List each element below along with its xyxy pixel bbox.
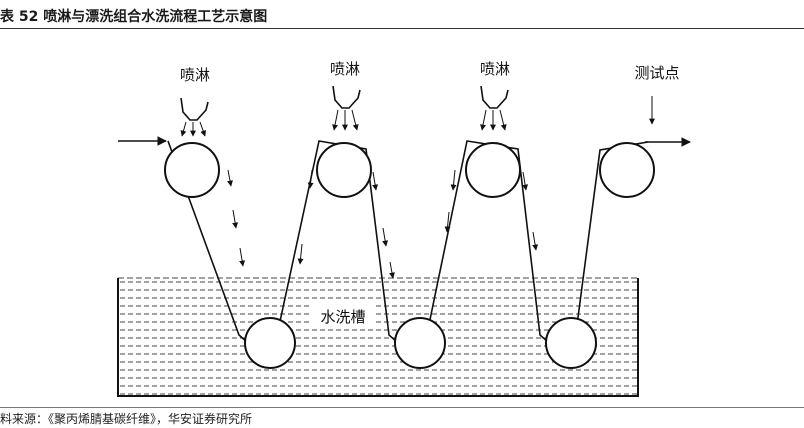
source-note: 料来源：《聚丙烯腈基碳纤维》，华安证券研究所 [0,412,253,426]
top-rule [0,28,804,29]
lower-roller [545,317,597,369]
upper-roller [465,142,521,198]
water-wash-process-diagram: 水洗槽 喷淋 喷淋 喷淋 测试点 [117,60,691,397]
upper-roller [164,142,220,198]
spray-nozzle [180,97,209,137]
figure-caption: 表 52 喷淋与漂洗组合水洗流程工艺示意图 [0,9,268,25]
tank-label: 水洗槽 [320,308,365,326]
spray-nozzle [480,85,509,131]
bottom-rule [0,407,804,408]
flow-arrows [227,169,539,279]
lower-roller [394,317,446,369]
upper-roller [316,142,372,198]
upper-roller [599,142,655,198]
spray-label: 喷淋 [180,66,210,84]
test-point-label: 测试点 [634,64,679,82]
spray-nozzle [332,85,361,131]
tank-wall [117,278,639,397]
spray-label: 喷淋 [330,60,360,78]
lower-roller [244,317,296,369]
spray-label: 喷淋 [480,60,510,78]
